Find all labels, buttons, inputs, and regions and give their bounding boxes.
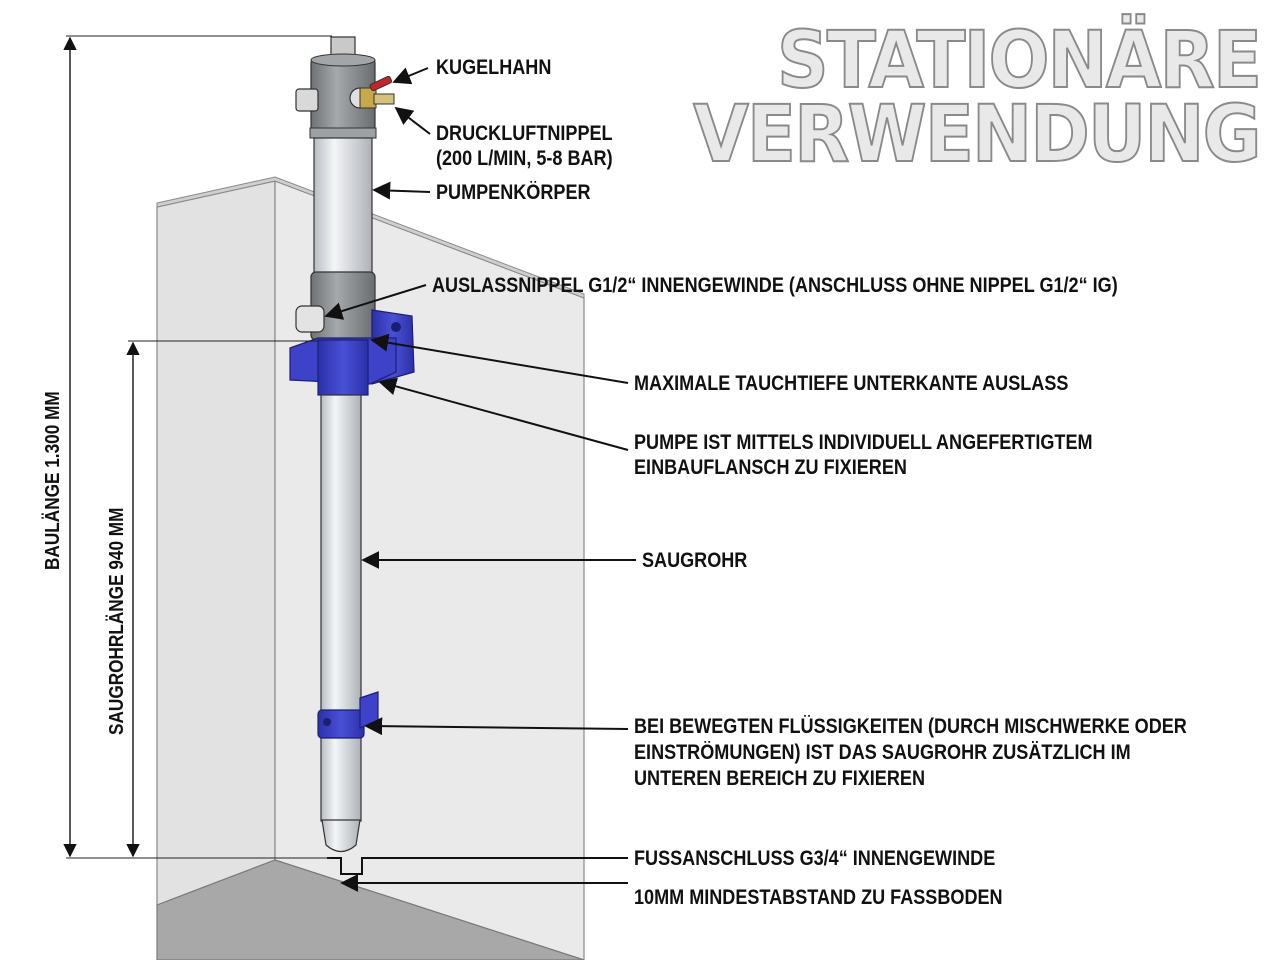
suction-tube [320, 394, 362, 716]
side-nut [295, 88, 319, 112]
outlet-nipple [295, 305, 325, 333]
overall-length-label: BAULÄNGE 1.300 MM [42, 391, 64, 570]
label-moving-fluids-line-1: BEI BEWEGTEN FLÜSSIGKEITEN (DURCH MISCHW… [634, 715, 1187, 738]
title-line-2: VERWENDUNG [693, 90, 1263, 180]
pump-body [313, 137, 373, 274]
label-pump-body: PUMPENKÖRPER [436, 181, 591, 204]
ball-valve-handle [369, 75, 393, 92]
pump [289, 36, 415, 875]
tank-floor [156, 859, 585, 960]
tank-top-edge [156, 176, 585, 299]
suction-tube-length-label: SAUGROHRLÄNGE 940 MM [106, 507, 128, 735]
label-max-immersion: MAXIMALE TAUCHTIEFE UNTERKANTE AUSLASS [634, 372, 1069, 395]
label-flange-line-1: PUMPE IST MITTELS INDIVIDUELL ANGEFERTIG… [634, 431, 1093, 454]
foot-connection [321, 819, 361, 853]
head-ring [309, 127, 377, 139]
flange-collar [317, 339, 369, 396]
label-air-nipple-line-2: (200 L/MIN, 5-8 BAR) [436, 147, 613, 170]
suction-tube-lower [320, 734, 362, 822]
label-flange-line-2: EINBAUFLANSCH ZU FIXIEREN [634, 456, 907, 479]
label-air-nipple-line-1: DRUCKLUFTNIPPEL [436, 122, 613, 145]
leader-lines [324, 67, 636, 892]
label-outlet-nipple: AUSLASSNIPPEL G1/2“ INNENGEWINDE (ANSCHL… [432, 274, 1118, 297]
label-foot-connection: FUSSANSCHLUSS G3/4“ INNENGEWINDE [634, 847, 996, 870]
label-suction-tube: SAUGROHR [642, 549, 748, 572]
label-ball-valve: KUGELHAHN [436, 56, 552, 79]
dimension-lines [63, 35, 332, 859]
title-line-1: STATIONÄRE [776, 16, 1263, 106]
label-moving-fluids-line-3: UNTEREN BEREICH ZU FIXIEREN [634, 767, 925, 790]
air-nipple [373, 93, 395, 105]
tank-wall [156, 180, 276, 906]
label-moving-fluids-line-2: EINSTRÖMUNGEN) IST DAS SAUGROHR ZUSÄTZLI… [634, 741, 1131, 764]
label-min-clearance: 10MM MINDESTABSTAND ZU FASSBODEN [634, 886, 1003, 909]
